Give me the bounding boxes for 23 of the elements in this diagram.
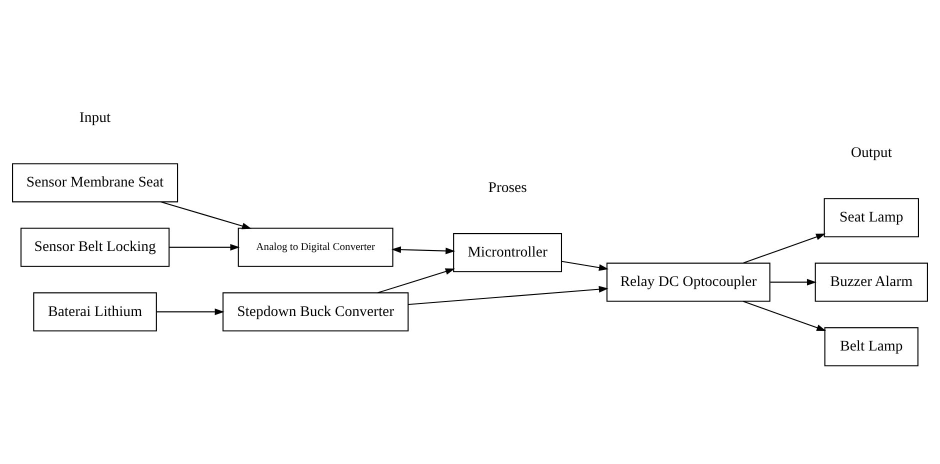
node-box: Sensor Membrane Seat [12,162,178,202]
label: Output [850,144,892,161]
node-box: Belt Lamp [824,326,918,366]
arrow [160,200,252,229]
arrow [408,285,608,305]
node-box: Buzzer Alarm [814,262,928,302]
node-box: Stepdown Buck Converter [222,292,409,331]
arrow [378,268,456,293]
node-box: Sensor Belt Locking [20,227,170,266]
node-box: Seat Lamp [824,198,919,237]
arrow [743,300,826,330]
node-box: Microntroller [453,232,562,272]
arrow [770,278,816,286]
arrow [156,308,224,315]
arrow [562,260,609,270]
node-box: Analog to Digital Converter [238,227,394,266]
arrow [169,243,240,250]
node-box: Relay DC Optocoupler [606,262,770,302]
label: Input [79,110,111,126]
label: Proses [488,179,527,196]
arrow [743,233,826,264]
node-box: Baterai Lithium [33,292,157,331]
arrow [391,246,456,254]
